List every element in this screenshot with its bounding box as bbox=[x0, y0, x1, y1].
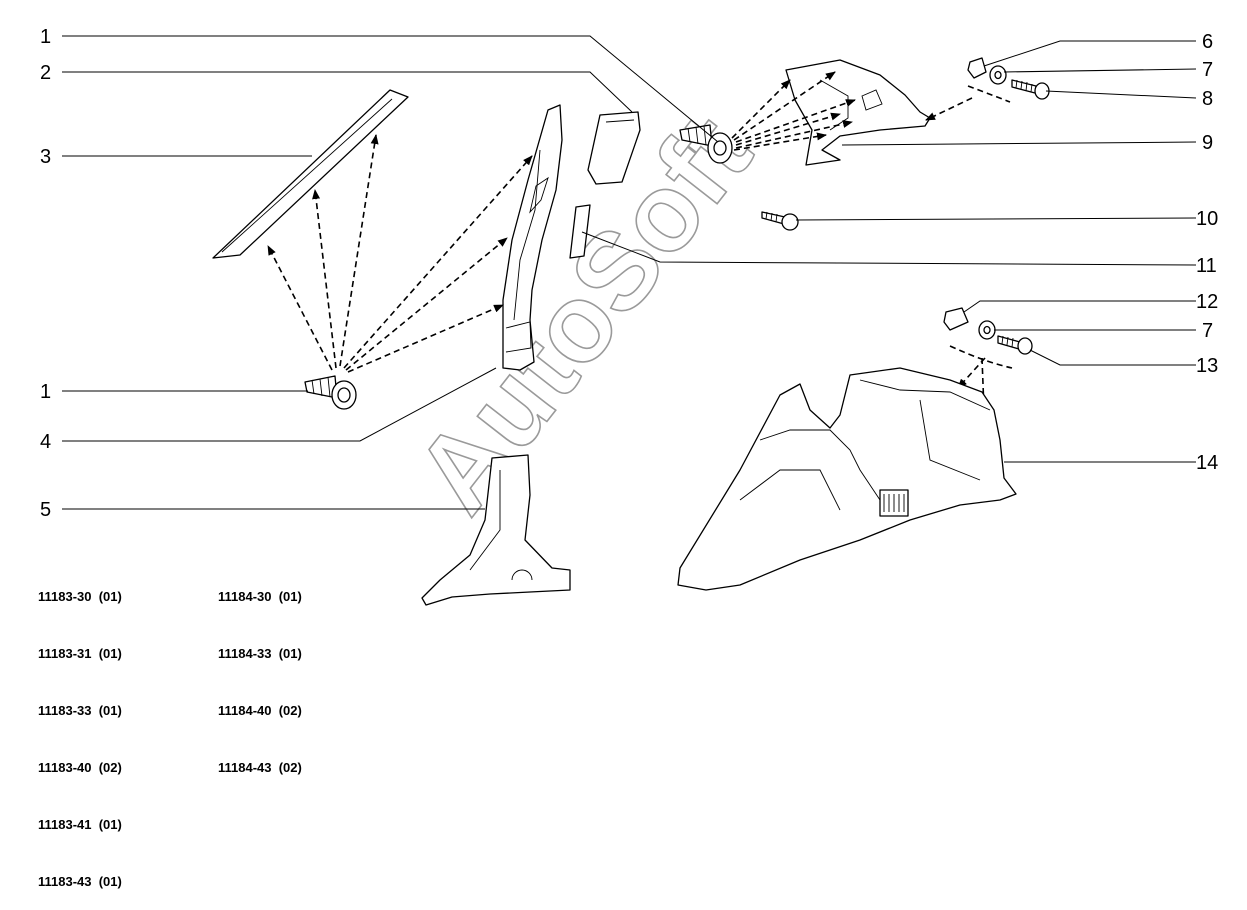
code-line: 11183-40 (02) bbox=[38, 760, 122, 775]
callout-3: 3 bbox=[40, 146, 51, 168]
callout-1-top: 1 bbox=[40, 26, 51, 48]
code-line: 11183-43 (01) bbox=[38, 874, 122, 889]
screw-10 bbox=[761, 211, 799, 231]
clip-1-lower bbox=[304, 375, 357, 410]
washer-7-upper bbox=[989, 65, 1007, 85]
callout-7-top: 7 bbox=[1202, 59, 1213, 81]
codes-right-column: 11184-30 (01) 11184-33 (01) 11184-40 (02… bbox=[218, 549, 302, 796]
clip-nut-6 bbox=[967, 57, 987, 79]
code-line: 11184-30 (01) bbox=[218, 589, 302, 604]
code-line: 11183-31 (01) bbox=[38, 646, 122, 661]
screw-8 bbox=[1011, 79, 1050, 100]
callout-9: 9 bbox=[1202, 132, 1213, 154]
code-line: 11184-33 (01) bbox=[218, 646, 302, 661]
callout-8: 8 bbox=[1202, 88, 1213, 110]
callout-5: 5 bbox=[40, 499, 51, 521]
callout-4: 4 bbox=[40, 431, 51, 453]
callout-14: 14 bbox=[1196, 452, 1218, 474]
callout-6: 6 bbox=[1202, 31, 1213, 53]
code-line: 11183-30 (01) bbox=[38, 589, 122, 604]
callout-13: 13 bbox=[1196, 355, 1218, 377]
part-2-cover bbox=[587, 111, 641, 185]
callout-10: 10 bbox=[1196, 208, 1218, 230]
part-3-pillar-trim bbox=[212, 89, 409, 259]
part-4-pillar-trim bbox=[502, 104, 563, 371]
codes-left-column: 11183-30 (01) 11183-31 (01) 11183-33 (01… bbox=[38, 549, 122, 910]
washer-7-lower bbox=[978, 320, 996, 340]
code-line: 11184-40 (02) bbox=[218, 703, 302, 718]
screw-13 bbox=[997, 335, 1033, 355]
clip-nut-12 bbox=[943, 307, 969, 331]
code-line: 11184-43 (02) bbox=[218, 760, 302, 775]
part-14-side-trim bbox=[677, 367, 1017, 591]
code-line: 11183-41 (01) bbox=[38, 817, 122, 832]
part-9-upper-trim bbox=[785, 59, 931, 166]
parts-diagram: AutoSoft bbox=[40, 26, 1218, 606]
callout-2: 2 bbox=[40, 62, 51, 84]
callout-7-bottom: 7 bbox=[1202, 320, 1213, 342]
callout-11: 11 bbox=[1196, 255, 1217, 277]
part-11-strip bbox=[569, 204, 591, 259]
code-line: 11183-33 (01) bbox=[38, 703, 122, 718]
callout-12: 12 bbox=[1196, 291, 1218, 313]
part-5-lower-pillar-trim bbox=[421, 454, 571, 606]
callout-1-bottom: 1 bbox=[40, 381, 51, 403]
